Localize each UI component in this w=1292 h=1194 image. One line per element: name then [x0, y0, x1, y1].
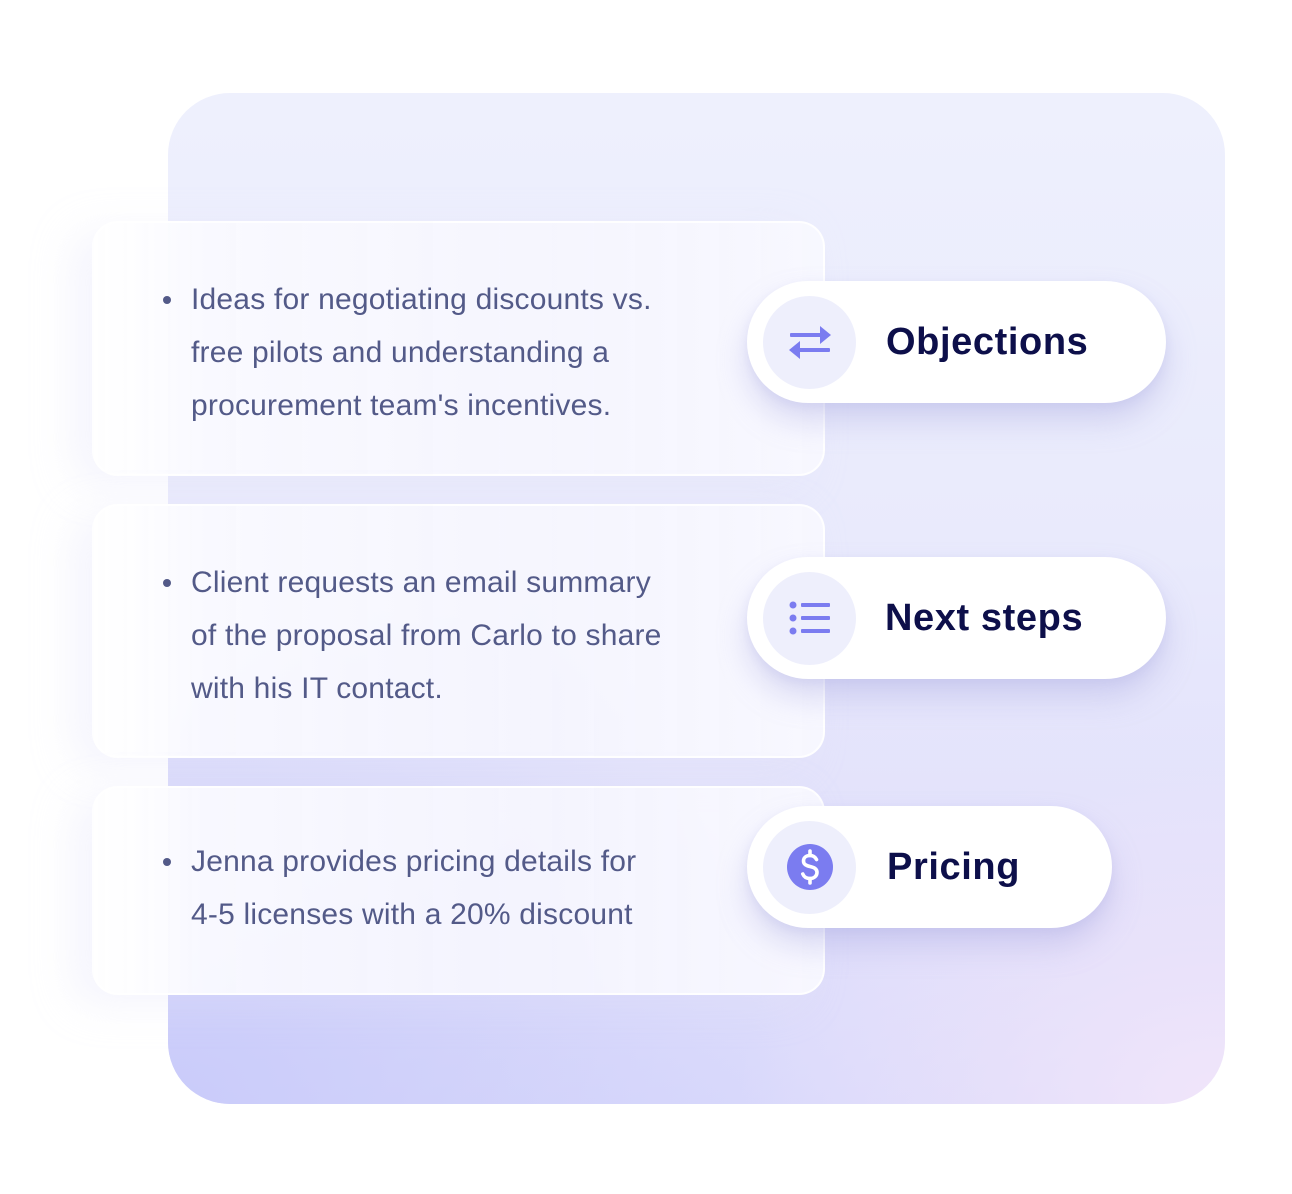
objections-tag[interactable]: Objections — [747, 281, 1166, 403]
bullet-line: Client requests an email summary — [191, 566, 651, 599]
bullet-line: procurement team's incentives. — [191, 389, 612, 422]
pricing-label: Pricing — [887, 845, 1021, 888]
next-steps-tag[interactable]: Next steps — [747, 557, 1166, 679]
next-steps-label: Next steps — [885, 596, 1084, 639]
bullet-dot-icon — [163, 858, 171, 866]
bullet-dot-icon — [163, 579, 171, 587]
bullet-line: 4-5 licenses with a 20% discount — [191, 898, 633, 931]
objections-bullet-list: Ideas for negotiating discounts vs. free… — [163, 273, 751, 432]
swap-arrows-icon — [788, 326, 831, 359]
objections-label: Objections — [886, 320, 1089, 363]
bullet-line: Jenna provides pricing details for — [191, 845, 637, 878]
next-steps-bullet-list: Client requests an email summary of the … — [163, 556, 751, 715]
bullet-line: with his IT contact. — [191, 672, 443, 705]
pricing-icon-badge — [763, 820, 856, 914]
objections-summary-card: Ideas for negotiating discounts vs. free… — [92, 221, 825, 476]
pricing-summary-card: Jenna provides pricing details for 4-5 l… — [92, 786, 825, 995]
next-steps-icon-badge — [763, 571, 856, 665]
bullet-item: Ideas for negotiating discounts vs. free… — [163, 273, 751, 432]
bullet-dot-icon — [163, 296, 171, 304]
dollar-icon — [786, 844, 833, 890]
bullet-item: Client requests an email summary of the … — [163, 556, 751, 715]
pricing-bullet-list: Jenna provides pricing details for 4-5 l… — [163, 835, 751, 941]
bullet-item: Jenna provides pricing details for 4-5 l… — [163, 835, 751, 941]
list-icon — [789, 601, 830, 635]
bullet-line: of the proposal from Carlo to share — [191, 619, 662, 652]
next-steps-summary-card: Client requests an email summary of the … — [92, 504, 825, 758]
bullet-line: Ideas for negotiating discounts vs. — [191, 283, 652, 316]
objections-icon-badge — [763, 295, 856, 389]
pricing-tag[interactable]: Pricing — [747, 806, 1112, 928]
bullet-line: free pilots and understanding a — [191, 336, 610, 369]
